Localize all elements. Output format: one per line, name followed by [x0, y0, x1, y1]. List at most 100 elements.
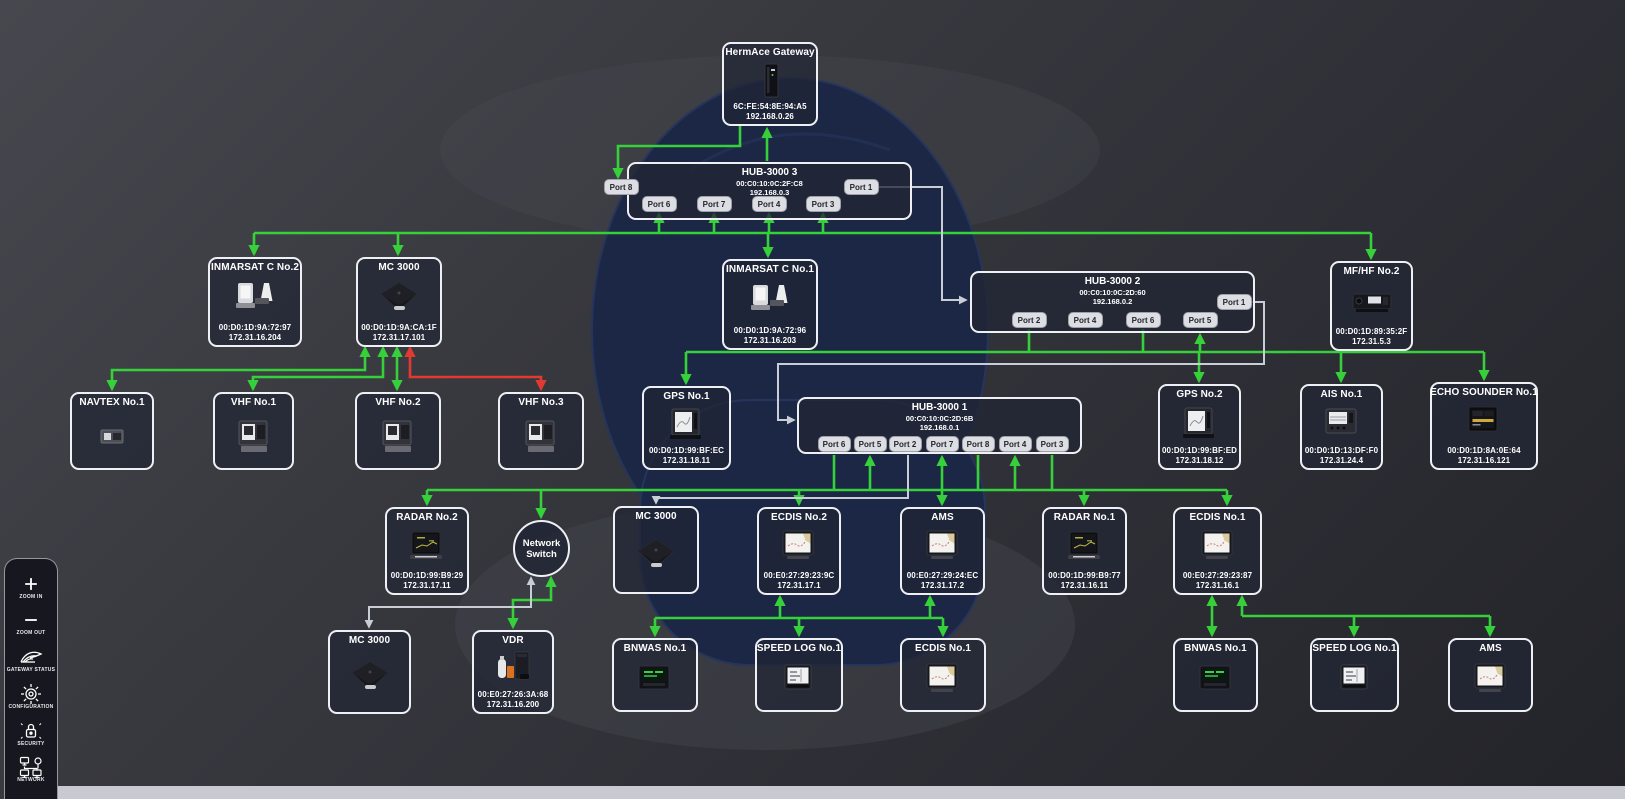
- node-ip-address: 172.31.17.2: [920, 580, 965, 590]
- port-chip-hub1-port-7[interactable]: Port 7: [925, 436, 959, 452]
- minus-icon: [21, 611, 41, 629]
- node-mac-address: 00:D0:1D:89:35:2F: [1335, 327, 1408, 336]
- lock-icon: [19, 722, 43, 740]
- node-title: HermAce Gateway: [725, 47, 815, 58]
- node-amsb[interactable]: AMS: [1448, 638, 1533, 712]
- node-vhf2[interactable]: VHF No.2: [355, 392, 441, 470]
- node-title: RADAR No.2: [396, 512, 458, 523]
- node-mac-address: 00:D0:1D:99:BF:ED: [1161, 446, 1238, 455]
- port-chip-hub2-port-2[interactable]: Port 2: [1011, 312, 1047, 328]
- transceiver-device-icon: [1334, 278, 1409, 327]
- node-vhf1[interactable]: VHF No.1: [213, 392, 294, 470]
- bnwas-device-icon: [1177, 655, 1254, 707]
- node-title: ECDIS No.1: [914, 643, 971, 654]
- port-chip-hub3-port-8[interactable]: Port 8: [603, 179, 639, 195]
- node-mac-address: 00:D0:1D:99:B9:29: [390, 571, 464, 580]
- sidebar-item-configuration[interactable]: CONFIGURATION: [8, 683, 53, 710]
- port-chip-hub1-port-3[interactable]: Port 3: [1035, 436, 1069, 452]
- port-chip-hub1-port-4[interactable]: Port 4: [998, 436, 1032, 452]
- cube-device-icon: [617, 523, 695, 589]
- node-title: MC 3000: [378, 262, 420, 273]
- node-title: VHF No.2: [375, 397, 421, 408]
- gear-icon: [19, 683, 43, 704]
- node-title: NAVTEX No.1: [79, 397, 145, 408]
- node-vhf3[interactable]: VHF No.3: [498, 392, 584, 470]
- node-ip-address: 192.168.0.1: [919, 423, 960, 432]
- ecdis-device-icon: [761, 524, 837, 571]
- node-navtex1[interactable]: NAVTEX No.1: [70, 392, 154, 470]
- node-mac-address: 00:D0:1D:99:B9:77: [1048, 571, 1121, 580]
- sidebar-item-label: ZOOM IN: [19, 593, 43, 600]
- node-title: ECDIS No.2: [770, 512, 827, 523]
- port-chip-hub3-port-6[interactable]: Port 6: [641, 196, 677, 212]
- port-chip-hub2-port-4[interactable]: Port 4: [1067, 312, 1103, 328]
- console-device-icon: [217, 409, 290, 465]
- port-chip-hub2-port-6[interactable]: Port 6: [1125, 312, 1161, 328]
- node-bnwas1b[interactable]: BNWAS No.1: [1173, 638, 1258, 712]
- ecdis-device-icon: [904, 655, 982, 707]
- node-title: INMARSAT C No.2: [211, 262, 299, 273]
- node-bnwas1a[interactable]: BNWAS No.1: [612, 638, 698, 712]
- node-title: VDR: [502, 635, 524, 646]
- connection-line: [247, 345, 389, 392]
- port-chip-hub1-port-2[interactable]: Port 2: [888, 436, 922, 452]
- sidebar-item-network[interactable]: NETWORK: [17, 757, 45, 783]
- port-chip-hub3-port-3[interactable]: Port 3: [805, 196, 841, 212]
- node-network-switch[interactable]: Network Switch: [513, 520, 570, 577]
- node-title: BNWAS No.1: [1184, 643, 1247, 654]
- port-chip-hub2-port-1[interactable]: Port 1: [1216, 294, 1252, 310]
- node-ip-address: 172.31.16.121: [1457, 455, 1511, 465]
- sidebar-item-security[interactable]: SECURITY: [17, 722, 44, 747]
- node-title: ECDIS No.1: [1189, 512, 1246, 523]
- node-ecdis1b[interactable]: ECDIS No.1: [900, 638, 986, 712]
- port-chip-hub1-port-5[interactable]: Port 5: [853, 436, 887, 452]
- gps-device-icon: [646, 403, 727, 446]
- node-ip-address: 172.31.16.200: [486, 699, 540, 709]
- node-mc3000c[interactable]: MC 3000: [328, 630, 411, 714]
- node-mc3000b[interactable]: MC 3000: [613, 506, 699, 594]
- node-mac-address: 00:D0:1D:9A:72:96: [733, 326, 807, 335]
- sidebar-item-gateway-status[interactable]: GATEWAY STATUS: [7, 648, 56, 673]
- connection-line: [651, 455, 909, 505]
- port-chip-hub2-port-5[interactable]: Port 5: [1182, 312, 1218, 328]
- port-chip-hub1-port-8[interactable]: Port 8: [961, 436, 995, 452]
- vdr-device-icon: [476, 647, 550, 690]
- inmarsat-device-icon: [726, 276, 814, 326]
- port-chip-hub3-port-1[interactable]: Port 1: [843, 179, 879, 195]
- connection-line: [364, 576, 536, 629]
- node-ip-address: 172.31.16.204: [228, 332, 282, 342]
- bottom-scrollbar[interactable]: [58, 786, 1625, 799]
- port-chip-hub1-port-6[interactable]: Port 6: [817, 436, 851, 452]
- ecdis-device-icon: [904, 524, 981, 571]
- node-mac-address: 00:D0:1D:9A:72:97: [218, 323, 292, 332]
- node-title: HUB-3000 3: [741, 167, 798, 178]
- node-title: AMS: [931, 512, 954, 523]
- node-mac-address: 00:D0:1D:13:DF:F0: [1304, 446, 1379, 455]
- port-chip-hub3-port-4[interactable]: Port 4: [751, 196, 787, 212]
- port-chip-hub3-port-7[interactable]: Port 7: [696, 196, 732, 212]
- sidebar-item-zoom-out[interactable]: ZOOM OUT: [17, 611, 46, 636]
- node-speedlog1a[interactable]: SPEED LOG No.1: [755, 638, 843, 712]
- sidebar-item-zoom-in[interactable]: ZOOM IN: [19, 575, 42, 600]
- node-mac-address: 00:E0:27:29:23:87: [1182, 571, 1253, 580]
- node-title: GPS No.2: [1176, 389, 1223, 400]
- node-ip-address: 172.31.16.11: [1060, 580, 1109, 590]
- connection-line: [777, 301, 1265, 425]
- node-speedlog1b[interactable]: SPEED LOG No.1: [1310, 638, 1399, 712]
- server-device-icon: [726, 59, 814, 102]
